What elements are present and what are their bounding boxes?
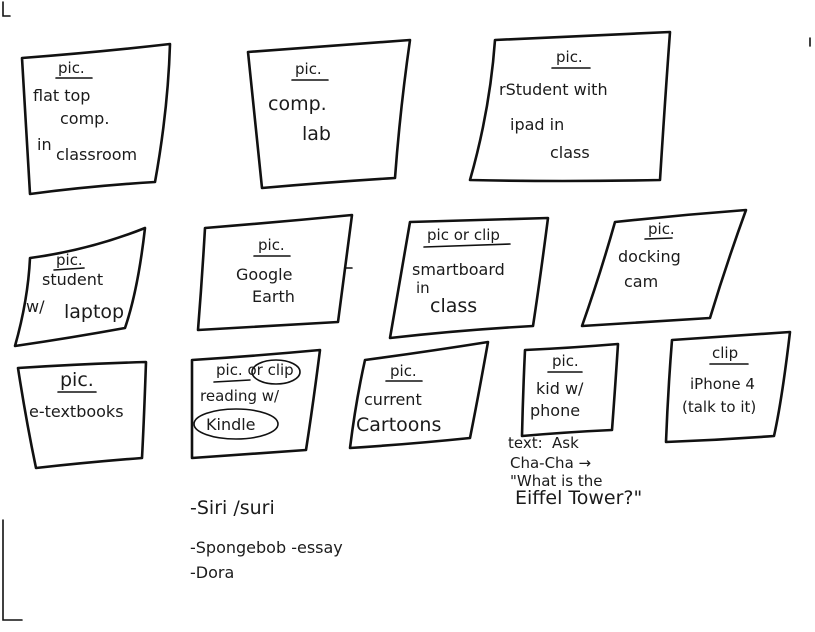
card-line: (talk to it) bbox=[682, 398, 756, 416]
card-kid-phone: pic. kid w/ phone bbox=[520, 342, 620, 438]
card-line: Earth bbox=[252, 287, 295, 306]
card-line: classroom bbox=[56, 145, 137, 164]
card-header: clip bbox=[712, 344, 738, 362]
card-header: pic or clip bbox=[427, 226, 500, 244]
card-comp-lab: pic. comp. lab bbox=[246, 38, 412, 190]
text-note-line: Ask bbox=[552, 434, 579, 452]
card-google-earth: pic. Google Earth bbox=[196, 213, 354, 332]
card-line: comp. bbox=[268, 93, 327, 115]
card-header: pic. bbox=[552, 352, 579, 370]
card-cartoons: pic. current Cartoons bbox=[348, 340, 490, 450]
card-line: smartboard bbox=[412, 260, 505, 279]
card-iphone: clip iPhone 4 (talk to it) bbox=[664, 330, 792, 444]
card-header: pic. bbox=[58, 59, 85, 77]
card-line: Google bbox=[236, 265, 292, 284]
clip-circle bbox=[251, 359, 301, 385]
card-line: phone bbox=[530, 401, 580, 420]
card-header: pic. bbox=[60, 369, 94, 391]
card-line: class bbox=[550, 143, 590, 162]
list-notes: -Siri /suri -Spongebob -essay -Dora bbox=[190, 497, 343, 582]
kindle-circle bbox=[193, 408, 279, 440]
card-kindle: pic. or clip reading w/ Kindle bbox=[190, 348, 322, 460]
card-smartboard: pic or clip smartboard in class bbox=[388, 216, 550, 340]
card-line: laptop bbox=[64, 301, 124, 323]
text-note: text: Ask Cha-Cha → "What is the Eiffel … bbox=[508, 434, 642, 509]
card-flat-top: pic. flat top comp. in classroom bbox=[20, 42, 172, 196]
card-line: student bbox=[42, 270, 103, 289]
card-line: cam bbox=[624, 272, 658, 291]
card-line: e-textbooks bbox=[29, 402, 124, 421]
card-docking-cam: pic. docking cam bbox=[580, 208, 748, 328]
card-header: pic. bbox=[295, 60, 322, 78]
card-line: comp. bbox=[60, 109, 109, 128]
card-line: in bbox=[416, 279, 430, 297]
card-line: in bbox=[37, 135, 52, 154]
card-line: class bbox=[430, 295, 477, 317]
list-note: -Siri /suri bbox=[190, 497, 275, 519]
card-line: flat top bbox=[33, 86, 90, 105]
card-header: pic. bbox=[556, 48, 583, 66]
card-student-ipad: pic. rStudent with ipad in class bbox=[468, 30, 672, 183]
card-line: w/ bbox=[26, 297, 45, 316]
card-line: iPhone 4 bbox=[690, 375, 755, 393]
text-note-line: Cha-Cha → bbox=[510, 454, 591, 472]
card-line: docking bbox=[618, 247, 681, 266]
list-note: -Spongebob -essay bbox=[190, 538, 343, 557]
text-note-label: text: bbox=[508, 434, 543, 452]
text-note-line: "What is the bbox=[510, 472, 602, 490]
card-header: pic. bbox=[56, 251, 83, 269]
card-line: rStudent with bbox=[499, 80, 608, 99]
card-header: pic. bbox=[258, 236, 285, 254]
card-line: kid w/ bbox=[536, 379, 584, 398]
card-header: pic. bbox=[390, 362, 417, 380]
card-line: ipad in bbox=[510, 115, 564, 134]
card-line: Cartoons bbox=[356, 414, 441, 436]
card-line: current bbox=[364, 390, 422, 409]
card-header: pic. bbox=[648, 220, 675, 238]
card-student-laptop: pic. student w/ laptop bbox=[13, 226, 147, 348]
corner-mark-top bbox=[2, 1, 11, 17]
card-line: lab bbox=[302, 123, 331, 145]
card-e-textbooks: pic. e-textbooks bbox=[16, 360, 148, 470]
list-note: -Dora bbox=[190, 563, 234, 582]
card-line: reading w/ bbox=[200, 387, 280, 405]
card-line: Kindle bbox=[206, 415, 256, 434]
corner-mark-bottom bbox=[2, 519, 23, 621]
text-note-line: Eiffel Tower?" bbox=[515, 487, 642, 509]
card-header: pic. or clip bbox=[216, 361, 294, 379]
